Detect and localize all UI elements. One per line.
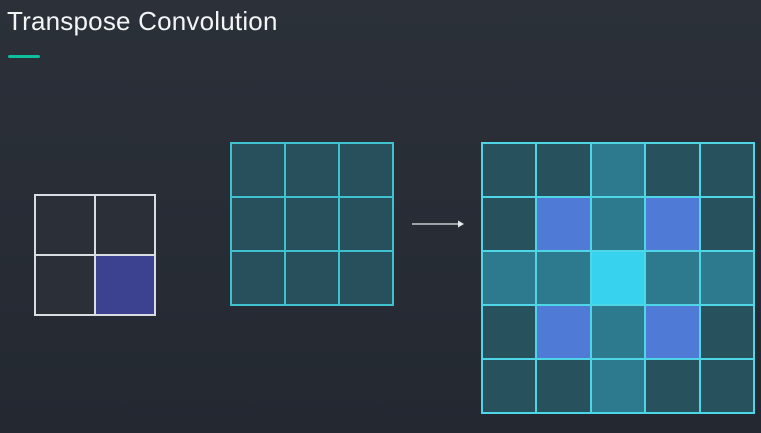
- input-cell: [95, 195, 155, 255]
- output-cell: [590, 197, 646, 251]
- kernel-cell: [231, 197, 285, 251]
- right-arrow-icon: [412, 220, 464, 228]
- kernel-cell: [339, 251, 393, 305]
- output-cell: [482, 305, 537, 359]
- output-cell: [645, 359, 700, 413]
- output-cell: [645, 305, 700, 359]
- kernel-grid: [230, 142, 394, 306]
- kernel-cell: [231, 251, 285, 305]
- output-cell: [536, 197, 591, 251]
- kernel-cell: [285, 197, 339, 251]
- output-cell: [645, 197, 700, 251]
- output-cell: [699, 143, 754, 197]
- output-cell: [590, 305, 646, 359]
- output-cell: [482, 251, 537, 305]
- kernel-cell: [339, 143, 393, 197]
- output-cell: [645, 251, 700, 305]
- output-cell: [590, 143, 646, 197]
- input-cell-highlighted: [95, 255, 155, 315]
- output-cell: [482, 143, 537, 197]
- output-cell: [699, 359, 754, 413]
- output-cell: [536, 143, 591, 197]
- output-cell: [536, 359, 591, 413]
- output-cell: [645, 143, 700, 197]
- output-cell: [699, 197, 754, 251]
- kernel-cell: [285, 251, 339, 305]
- output-cell: [699, 251, 754, 305]
- input-grid: [34, 194, 156, 316]
- output-cell: [482, 359, 537, 413]
- page-title: Transpose Convolution: [7, 6, 278, 36]
- kernel-cell: [231, 143, 285, 197]
- output-cell: [536, 305, 591, 359]
- title-underline: [8, 55, 40, 58]
- output-cell: [699, 305, 754, 359]
- kernel-cell: [339, 197, 393, 251]
- output-grid: [481, 142, 755, 414]
- output-cell: [536, 251, 591, 305]
- output-cell: [482, 197, 537, 251]
- output-cell: [590, 251, 646, 305]
- kernel-cell: [285, 143, 339, 197]
- input-cell: [35, 255, 95, 315]
- output-cell: [590, 359, 646, 413]
- input-cell: [35, 195, 95, 255]
